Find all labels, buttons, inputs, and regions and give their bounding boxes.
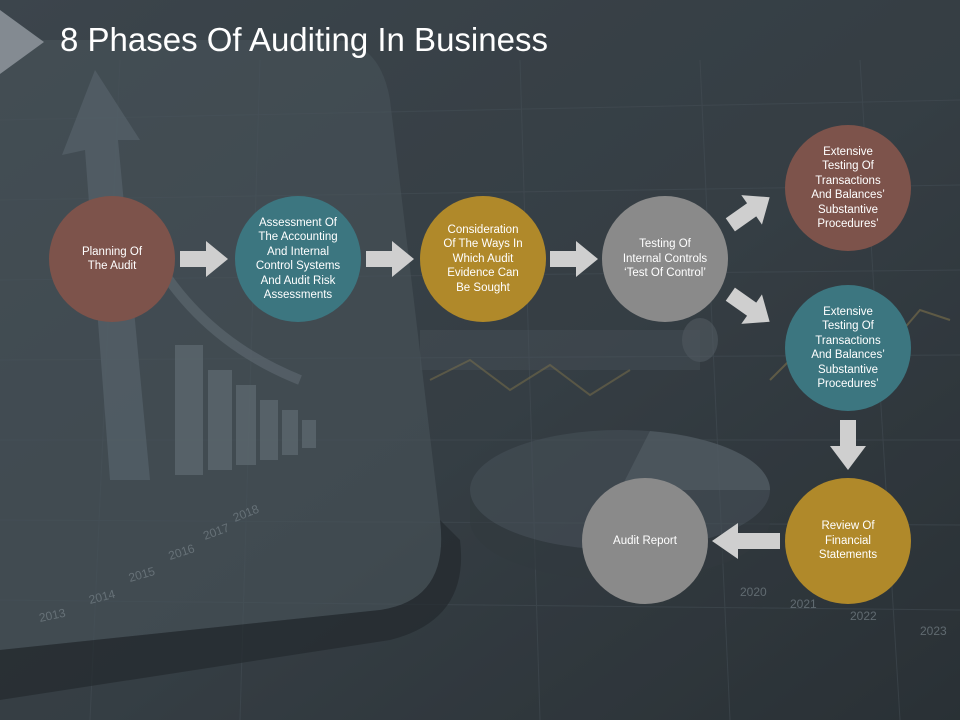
svg-text:2013: 2013 bbox=[38, 606, 67, 625]
svg-text:2021: 2021 bbox=[790, 597, 817, 611]
phase-3-label: Consideration Of The Ways In Which Audit… bbox=[443, 223, 523, 294]
svg-text:2014: 2014 bbox=[87, 587, 117, 607]
right-arrow-icon bbox=[550, 241, 598, 277]
down-arrow-icon bbox=[830, 420, 866, 470]
phase-4-circle: Testing Of Internal Controls ‘Test Of Co… bbox=[602, 196, 728, 322]
phase-7-label: Review Of Financial Statements bbox=[818, 520, 878, 562]
phase-2-label: Assessment Of The Accounting And Interna… bbox=[255, 216, 341, 302]
phase-6-circle: Extensive Testing Of Transactions And Ba… bbox=[785, 285, 911, 411]
page-title: 8 Phases Of Auditing In Business bbox=[60, 21, 548, 58]
svg-text:2022: 2022 bbox=[850, 609, 877, 623]
phase-8-label: Audit Report bbox=[613, 534, 677, 547]
phase-5-circle: Extensive Testing Of Transactions And Ba… bbox=[785, 125, 911, 251]
phase-8-circle: Audit Report bbox=[582, 478, 708, 604]
phase-6-label: Extensive Testing Of Transactions And Ba… bbox=[811, 305, 885, 391]
phase-1-circle: Planning Of The Audit bbox=[49, 196, 175, 322]
down-right-arrow-icon bbox=[725, 287, 770, 324]
corner-tab-decoration bbox=[0, 10, 44, 74]
up-right-arrow-icon bbox=[725, 195, 770, 232]
phase-1-label: Planning Of The Audit bbox=[81, 245, 143, 273]
phase-7-circle: Review Of Financial Statements bbox=[785, 478, 911, 604]
left-arrow-icon bbox=[712, 523, 780, 559]
phase-3-circle: Consideration Of The Ways In Which Audit… bbox=[420, 196, 546, 322]
phase-5-label: Extensive Testing Of Transactions And Ba… bbox=[811, 145, 885, 231]
phase-4-label: Testing Of Internal Controls ‘Test Of Co… bbox=[622, 238, 708, 280]
phase-2-circle: Assessment Of The Accounting And Interna… bbox=[235, 196, 361, 322]
right-arrow-icon bbox=[366, 241, 414, 277]
svg-text:2023: 2023 bbox=[920, 624, 947, 638]
right-arrow-icon bbox=[180, 241, 228, 277]
svg-text:2020: 2020 bbox=[740, 585, 767, 599]
